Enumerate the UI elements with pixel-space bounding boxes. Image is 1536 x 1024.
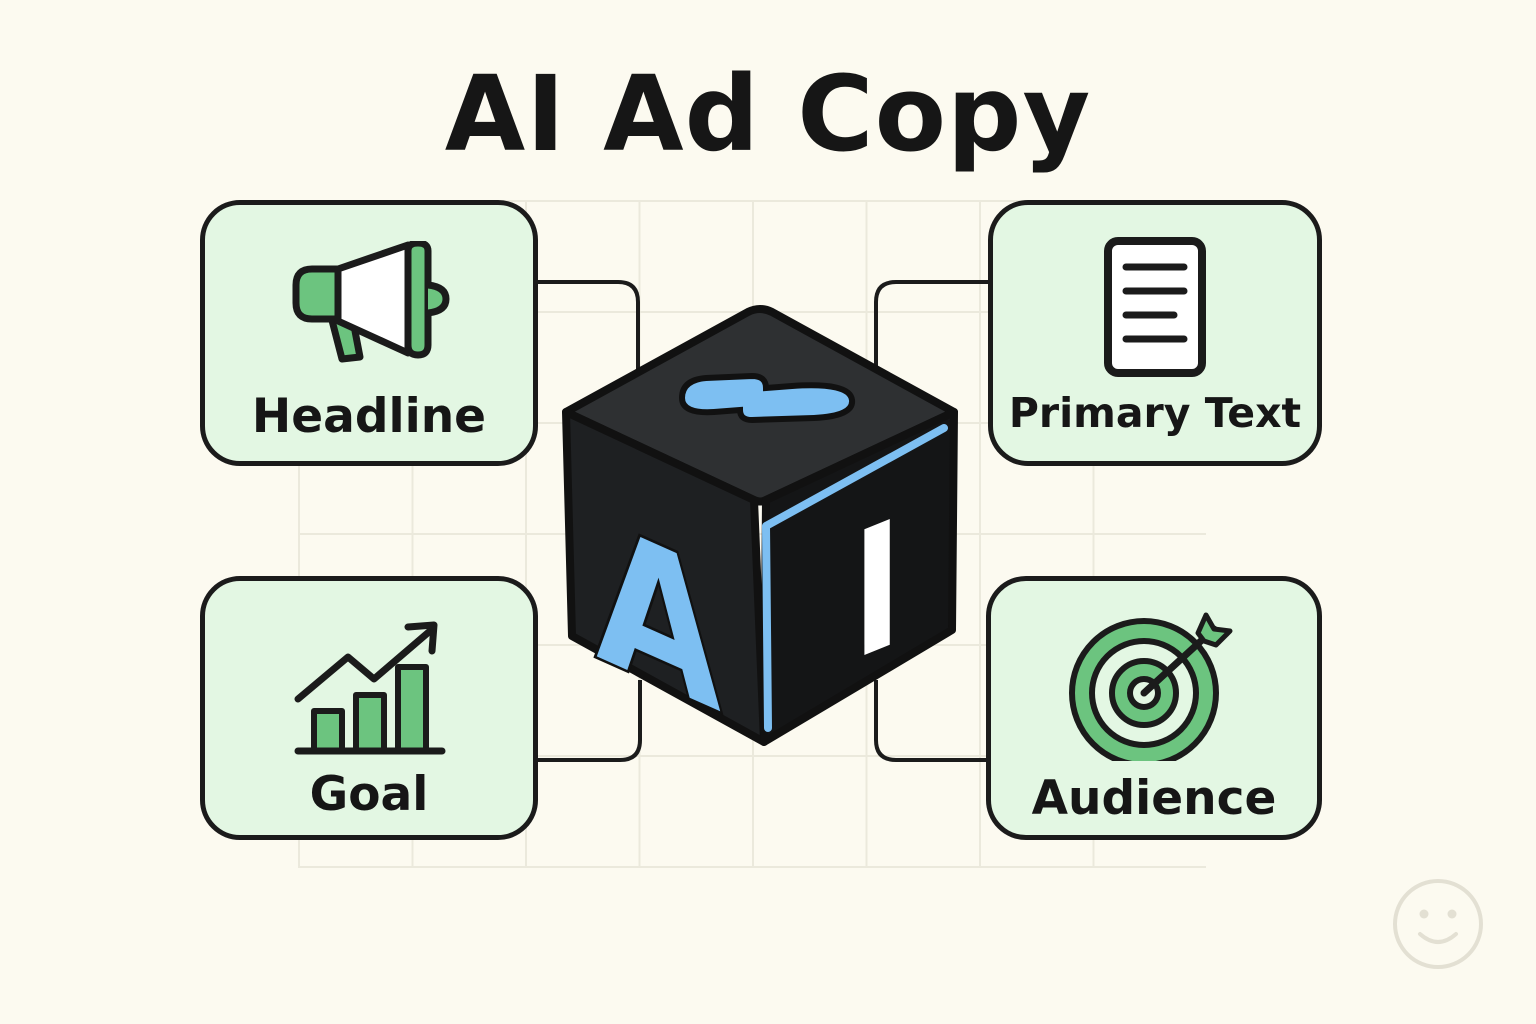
megaphone-icon bbox=[292, 241, 450, 363]
primary-text-card: Primary Text bbox=[988, 200, 1322, 466]
cube-top-symbol bbox=[678, 372, 856, 424]
headline-card: Headline bbox=[200, 200, 538, 466]
connector-audience bbox=[874, 680, 986, 762]
goal-card: Goal bbox=[200, 576, 538, 840]
connector-primary-text bbox=[874, 280, 988, 370]
ai-cube: A I bbox=[562, 305, 958, 752]
cube-edge-highlight bbox=[762, 424, 948, 732]
cube-letter-a: A bbox=[596, 480, 721, 752]
page-title: AI Ad Copy bbox=[444, 53, 1092, 175]
target-icon bbox=[1069, 612, 1233, 761]
connector-headline bbox=[538, 280, 640, 370]
document-icon bbox=[1104, 237, 1206, 377]
connector-goal bbox=[538, 680, 642, 762]
smiley-watermark-icon bbox=[1393, 879, 1483, 969]
cube-letter-i: I bbox=[852, 480, 902, 701]
audience-label: Audience bbox=[1031, 771, 1277, 826]
growth-chart-icon bbox=[294, 621, 446, 755]
goal-label: Goal bbox=[309, 767, 429, 822]
primary-text-label: Primary Text bbox=[1008, 389, 1302, 437]
headline-label: Headline bbox=[251, 389, 487, 444]
audience-card: Audience bbox=[986, 576, 1322, 840]
